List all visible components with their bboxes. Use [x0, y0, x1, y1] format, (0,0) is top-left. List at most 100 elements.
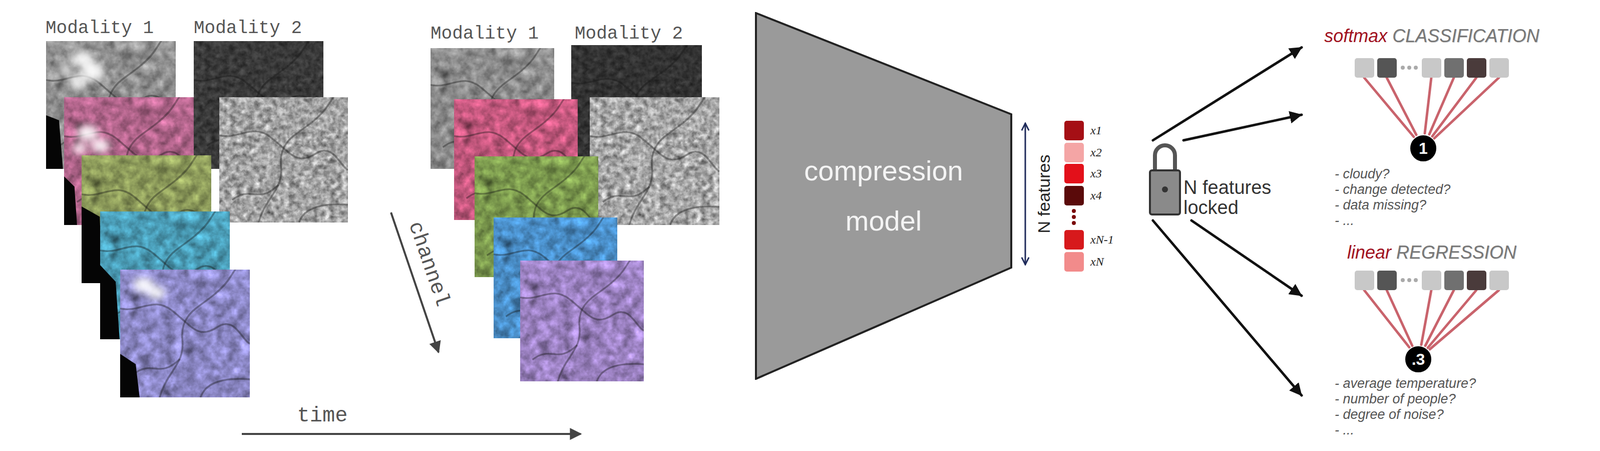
ellipsis-dot	[1400, 65, 1405, 70]
input-cell	[1444, 58, 1464, 78]
weight-line	[1424, 77, 1432, 134]
ellipsis-dot	[1407, 277, 1412, 282]
clouds	[73, 125, 110, 154]
output-neuron: .3	[1405, 345, 1432, 372]
ellipsis-dot	[1413, 277, 1418, 282]
image-rivers	[587, 94, 722, 228]
weight-line	[1364, 289, 1410, 347]
output-neuron: 1	[1410, 135, 1437, 162]
example-question: - degree of noise?	[1334, 406, 1444, 423]
cloud	[69, 75, 86, 89]
image-stack-2	[428, 42, 722, 384]
neuron-value: 1	[1418, 140, 1428, 157]
ellipsis-dot	[1071, 214, 1076, 219]
feature-vector	[1064, 120, 1084, 272]
panel-heading: softmaxCLASSIFICATION	[1301, 26, 1562, 47]
cloud	[73, 143, 87, 154]
lock-icon	[1146, 140, 1187, 221]
image-ground	[120, 269, 250, 397]
input-cell	[1421, 270, 1442, 290]
radar-image	[587, 94, 722, 228]
example-question: - cloudy?	[1334, 166, 1390, 182]
ellipsis-dot	[1407, 65, 1412, 70]
weight-line	[1429, 289, 1499, 349]
image-ground	[520, 260, 644, 381]
modality-label: Modality 2	[193, 18, 302, 39]
classification-layer	[1354, 58, 1509, 139]
modality-label: Modality 2	[574, 24, 683, 45]
locked-features: N features locked	[1146, 140, 1297, 221]
satellite-image	[517, 257, 647, 384]
example-question: - ...	[1334, 422, 1355, 438]
method-name: softmax	[1324, 26, 1388, 47]
panel-heading: linearREGRESSION	[1301, 242, 1562, 263]
lock-shackle	[1154, 145, 1175, 174]
input-cell	[1489, 270, 1509, 290]
feature-label: xN-1	[1090, 232, 1114, 246]
weight-lines	[1364, 77, 1499, 139]
input-cell	[1444, 270, 1464, 290]
image-ground	[219, 97, 348, 223]
feature-cell	[1064, 142, 1084, 163]
modality-label: Modality 1	[45, 18, 154, 39]
size-bracket	[1024, 123, 1027, 265]
image-rivers	[216, 94, 351, 225]
input-cell	[1354, 270, 1375, 290]
task-name: REGRESSION	[1396, 242, 1517, 263]
trapezoid-shape	[754, 12, 1013, 380]
example-question: - average temperature?	[1334, 375, 1476, 391]
weight-line	[1425, 289, 1454, 346]
dimension-label: N features	[1034, 154, 1054, 234]
task-panel: 1 softmaxCLASSIFICATION - cloudy?- change …	[1301, 20, 1582, 231]
ellipsis-dot	[1400, 277, 1405, 282]
feature-label: xN	[1090, 254, 1104, 268]
ellipsis-dot	[1071, 208, 1076, 213]
axis-label: channel	[403, 218, 454, 310]
weight-line	[1432, 77, 1477, 137]
model-label: compression model	[783, 145, 984, 246]
weight-line	[1386, 77, 1417, 135]
no-data	[81, 206, 103, 283]
image-stack-1	[43, 38, 351, 400]
input-cell	[1377, 270, 1397, 290]
method-name: linear	[1347, 242, 1392, 263]
feature-label: x4	[1090, 188, 1102, 202]
flow-arrow	[1183, 114, 1302, 141]
example-question: - number of people?	[1334, 390, 1456, 407]
image-ground	[589, 97, 720, 225]
feature-cell	[1064, 185, 1084, 206]
ellipsis-dot	[1071, 220, 1076, 225]
clouds	[133, 276, 166, 299]
regression-layer	[1354, 270, 1509, 349]
feature-label: x2	[1090, 145, 1102, 159]
example-question: - ...	[1334, 212, 1355, 229]
trapezoid-outline	[755, 13, 1012, 379]
input-cell	[1466, 58, 1487, 78]
cloud	[77, 125, 98, 141]
example-question: - data missing?	[1334, 197, 1427, 213]
feature-cell	[1064, 163, 1084, 184]
clouds	[57, 51, 105, 89]
no-data	[64, 176, 78, 225]
keyhole	[1161, 186, 1168, 193]
input-cell	[1489, 58, 1509, 78]
image-rivers	[517, 257, 647, 384]
feature-label: x3	[1090, 166, 1102, 180]
weight-line	[1434, 77, 1499, 139]
compression-model: compression model	[754, 12, 1013, 380]
lock-label: N features locked	[1183, 177, 1294, 218]
task-panel: .3 linearREGRESSION - average temperature?…	[1301, 235, 1582, 446]
feature-label: x1	[1090, 123, 1102, 137]
satellite-image	[117, 266, 253, 400]
weight-line	[1427, 289, 1477, 348]
weight-lines	[1364, 289, 1499, 349]
weight-line	[1364, 77, 1414, 137]
feature-cell	[1064, 120, 1084, 141]
ellipsis-dot	[1413, 65, 1418, 70]
weight-line	[1386, 289, 1413, 346]
example-question: - change detected?	[1334, 181, 1451, 198]
cloud	[81, 62, 105, 81]
input-cell	[1466, 270, 1487, 290]
feature-cell	[1064, 251, 1084, 272]
